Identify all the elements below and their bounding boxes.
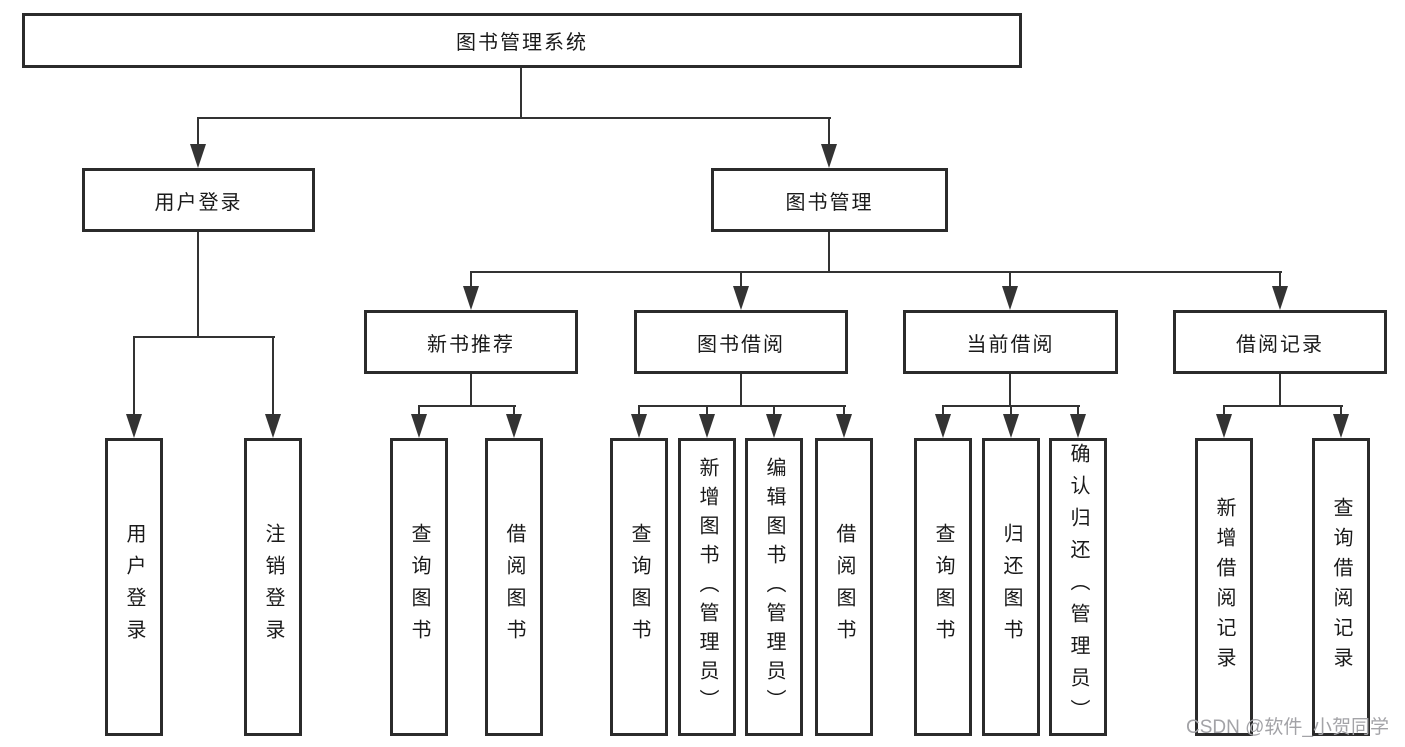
leaf-query-books-label: 查询图书 xyxy=(408,523,430,651)
leaf-add-borrow-record-label: 新增借阅记录 xyxy=(1213,497,1235,677)
connector-borrow-records-bar xyxy=(1223,405,1343,407)
arrow-down-leaf xyxy=(1070,414,1086,438)
connector-user-login-stem xyxy=(197,232,199,338)
connector-book-borrow-bar xyxy=(638,405,846,407)
connector-user-login-bar xyxy=(133,336,275,338)
arrow-down-book-borrow xyxy=(733,286,749,310)
arrow-down-leaf xyxy=(265,414,281,438)
leaf-return-books-label: 归还图书 xyxy=(1000,523,1022,651)
leaf-borrow-books-recommend: 借阅图书 xyxy=(485,438,543,736)
arrow-down-leaf xyxy=(766,414,782,438)
node-user-login: 用户登录 xyxy=(82,168,315,232)
arrow-down-borrow-records xyxy=(1272,286,1288,310)
connector-leaf-stub xyxy=(843,405,845,416)
connector-leaf-stub xyxy=(1010,405,1012,416)
arrow-down-new-books xyxy=(463,286,479,310)
connector-leaf-stub xyxy=(773,405,775,416)
connector-book-mgmt-stub xyxy=(828,117,830,148)
leaf-add-borrow-record: 新增借阅记录 xyxy=(1195,438,1253,736)
leaf-confirm-return-admin-label: 确认归还（管理员） xyxy=(1067,443,1089,731)
arrow-down-leaf xyxy=(699,414,715,438)
node-new-book-recommend-label: 新书推荐 xyxy=(427,333,515,356)
arrow-down-user-login xyxy=(190,144,206,168)
connector-level3-stub xyxy=(1009,271,1011,288)
connector-leaf-stub xyxy=(272,336,274,416)
leaf-query-borrow-record: 查询借阅记录 xyxy=(1312,438,1370,736)
connector-level3-bar xyxy=(470,271,1282,273)
node-root-system: 图书管理系统 xyxy=(22,13,1022,68)
arrow-down-leaf xyxy=(935,414,951,438)
connector-current-borrow-stem xyxy=(1009,374,1011,407)
arrow-down-leaf xyxy=(506,414,522,438)
leaf-edit-books-admin-label: 编辑图书（管理员） xyxy=(763,456,785,718)
leaf-logout-label: 注销登录 xyxy=(262,523,284,651)
leaf-query-borrow-record-label: 查询借阅记录 xyxy=(1330,497,1352,677)
connector-leaf-stub xyxy=(418,405,420,416)
connector-level3-stub xyxy=(470,271,472,288)
arrow-down-leaf xyxy=(836,414,852,438)
leaf-add-books-admin-label: 新增图书（管理员） xyxy=(696,456,718,718)
arrow-down-leaf xyxy=(631,414,647,438)
connector-leaf-stub xyxy=(1223,405,1225,416)
leaf-query-books-recommend: 查询图书 xyxy=(390,438,448,736)
arrow-down-current-borrow xyxy=(1002,286,1018,310)
leaf-borrow-books-label: 借阅图书 xyxy=(833,523,855,651)
connector-leaf-stub xyxy=(513,405,515,416)
connector-leaf-stub xyxy=(706,405,708,416)
connector-leaf-stub xyxy=(942,405,944,416)
node-current-borrow-label: 当前借阅 xyxy=(966,333,1055,356)
connector-book-mgmt-stem xyxy=(828,232,830,273)
arrow-down-leaf xyxy=(1333,414,1349,438)
node-book-borrow: 图书借阅 xyxy=(634,310,848,374)
leaf-logout: 注销登录 xyxy=(244,438,302,736)
leaf-borrow-books: 借阅图书 xyxy=(815,438,873,736)
connector-new-books-bar xyxy=(418,405,516,407)
connector-level2-bar xyxy=(197,117,831,119)
arrow-down-book-mgmt xyxy=(821,144,837,168)
leaf-return-books: 归还图书 xyxy=(982,438,1040,736)
leaf-user-login: 用户登录 xyxy=(105,438,163,736)
node-root-label: 图书管理系统 xyxy=(456,32,588,54)
arrow-down-leaf xyxy=(1216,414,1232,438)
node-book-management-label: 图书管理 xyxy=(785,191,874,214)
connector-root-stem xyxy=(520,68,522,119)
leaf-user-login-label: 用户登录 xyxy=(123,523,145,651)
leaf-query-books-label: 查询图书 xyxy=(932,523,954,651)
connector-leaf-stub xyxy=(1077,405,1079,416)
leaf-query-books-borrow: 查询图书 xyxy=(610,438,668,736)
watermark: CSDN @软件_小贺同学 xyxy=(1186,717,1389,738)
connector-user-login-stub xyxy=(197,117,199,148)
leaf-borrow-books-label: 借阅图书 xyxy=(503,523,525,651)
node-book-borrow-label: 图书借阅 xyxy=(697,333,785,356)
leaf-query-books-current: 查询图书 xyxy=(914,438,972,736)
connector-level3-stub xyxy=(740,271,742,288)
connector-leaf-stub xyxy=(133,336,135,416)
connector-leaf-stub xyxy=(1340,405,1342,416)
node-borrow-records: 借阅记录 xyxy=(1173,310,1387,374)
node-current-borrow: 当前借阅 xyxy=(903,310,1118,374)
leaf-query-books-label: 查询图书 xyxy=(628,523,650,651)
connector-book-borrow-stem xyxy=(740,374,742,407)
connector-leaf-stub xyxy=(638,405,640,416)
leaf-edit-books-admin: 编辑图书（管理员） xyxy=(745,438,803,736)
connector-level3-stub xyxy=(1279,271,1281,288)
arrow-down-leaf xyxy=(126,414,142,438)
node-new-book-recommend: 新书推荐 xyxy=(364,310,578,374)
leaf-add-books-admin: 新增图书（管理员） xyxy=(678,438,736,736)
node-borrow-records-label: 借阅记录 xyxy=(1236,333,1324,356)
node-book-management: 图书管理 xyxy=(711,168,948,232)
connector-new-books-stem xyxy=(470,374,472,407)
leaf-confirm-return-admin: 确认归还（管理员） xyxy=(1049,438,1107,736)
connector-borrow-records-stem xyxy=(1279,374,1281,407)
arrow-down-leaf xyxy=(411,414,427,438)
arrow-down-leaf xyxy=(1003,414,1019,438)
node-user-login-label: 用户登录 xyxy=(154,191,243,214)
